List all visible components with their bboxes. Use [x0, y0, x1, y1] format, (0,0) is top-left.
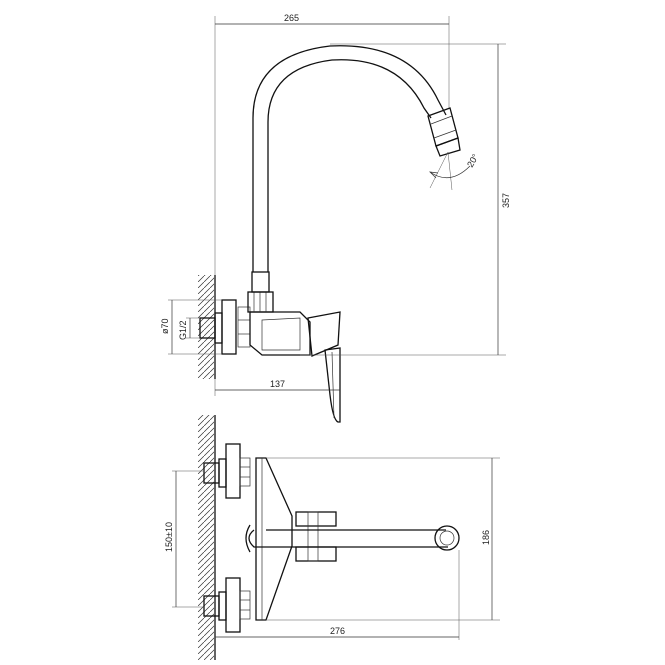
- mixer-body-top: [255, 457, 337, 621]
- dim-top-length-label: 276: [330, 626, 345, 636]
- side-view: 20° 265 357 137 ø70: [160, 13, 511, 423]
- dim-flange-label: ø70: [160, 318, 170, 334]
- spout-nut: [247, 271, 274, 313]
- dim-150: 150±10: [164, 470, 204, 608]
- upper-inlet: [203, 443, 251, 499]
- mixer-body: [249, 311, 341, 423]
- angle-indicator: 20°: [429, 152, 481, 191]
- dim-137: 137: [214, 379, 340, 396]
- dim-276: 276: [215, 550, 460, 640]
- wall-hatch-lower: [198, 415, 214, 660]
- inlet-connector: [199, 299, 251, 355]
- curved-spout: [252, 45, 461, 272]
- dim-357: 357: [300, 43, 511, 356]
- dim-height-label: 357: [501, 193, 511, 208]
- dim-angle-label: 20°: [465, 152, 481, 169]
- top-view: 186 150±10 276: [164, 415, 500, 660]
- dim-top-height-label: 186: [481, 530, 491, 545]
- dim-depth-label: 137: [270, 379, 285, 389]
- dim-width-label: 265: [284, 13, 299, 23]
- dim-flange: ø70 G1/2: [160, 299, 222, 355]
- lower-inlet: [203, 577, 251, 633]
- dim-centers-label: 150±10: [164, 522, 174, 552]
- dim-186: 186: [266, 457, 500, 621]
- dim-thread-label: G1/2: [178, 320, 188, 340]
- dim-265: 265: [214, 13, 450, 275]
- wall-hatch-upper: [198, 275, 214, 379]
- spout-top: [245, 524, 460, 553]
